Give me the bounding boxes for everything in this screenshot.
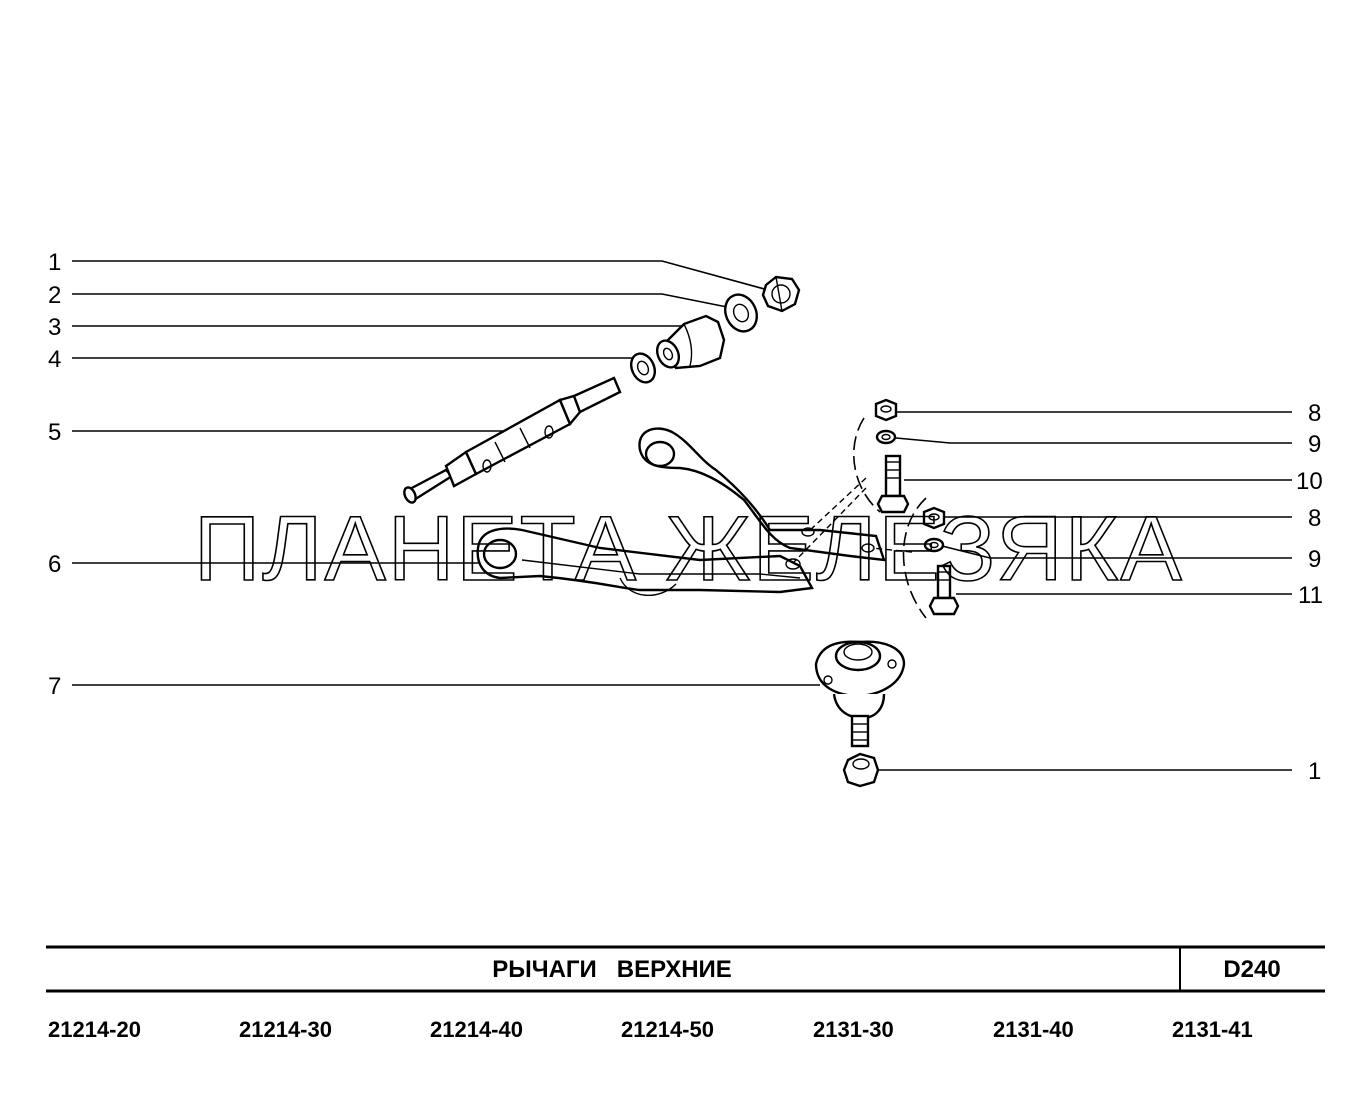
callout-7: 7	[48, 673, 61, 700]
callout-1b: 1	[1308, 758, 1321, 785]
upper-arm-part-6	[476, 427, 886, 597]
callout-1: 1	[48, 249, 61, 276]
washer-part-9a	[875, 429, 897, 445]
callout-8a: 8	[1308, 400, 1321, 427]
bolt-part-11	[928, 564, 960, 616]
washer-part-4	[629, 352, 657, 384]
model-item: 2131-41	[1172, 1017, 1253, 1042]
axle-shaft-part-5	[403, 376, 622, 504]
model-list: 21214-20 21214-30 21214-40 21214-50 2131…	[48, 1017, 1253, 1042]
assembly-guides	[793, 417, 927, 619]
model-item: 2131-40	[993, 1017, 1074, 1042]
drawing-title: РЫЧАГИ ВЕРХНИЕ	[492, 956, 732, 983]
bolt-part-10	[876, 454, 910, 514]
callout-4: 4	[48, 346, 61, 373]
model-item: 21214-30	[239, 1017, 332, 1042]
leader-line-2	[72, 293, 733, 309]
nut-part-8a	[874, 398, 898, 422]
ball-joint-part-7	[814, 640, 906, 748]
washer-part-2	[724, 293, 758, 333]
title-block: РЫЧАГИ ВЕРХНИЕ D240	[46, 945, 1325, 993]
nut-part-8b	[922, 506, 946, 530]
nut-part-1b	[842, 752, 880, 788]
watermark: ПЛАНЕТА ЖЕЛЕЗЯКА	[194, 498, 1184, 600]
leader-lines-left	[72, 260, 820, 686]
model-item: 21214-40	[430, 1017, 523, 1042]
model-item: 2131-30	[813, 1017, 894, 1042]
model-item: 21214-50	[621, 1017, 714, 1042]
callout-3: 3	[48, 314, 61, 341]
nut-part-1	[761, 275, 801, 313]
leader-line-1	[72, 260, 769, 291]
fastener-group-upper	[874, 398, 910, 514]
callout-2: 2	[48, 282, 61, 309]
callout-9a: 9	[1308, 431, 1321, 458]
model-item: 21214-20	[48, 1017, 141, 1042]
callout-11: 11	[1298, 582, 1323, 609]
callout-8b: 8	[1308, 505, 1321, 532]
bushing-part-3	[655, 314, 726, 370]
callouts-left: 1 2 3 4 5 6 7	[48, 249, 61, 700]
callout-6: 6	[48, 551, 61, 578]
washer-part-9b	[923, 537, 945, 553]
drawing-code: D240	[1223, 956, 1280, 983]
leader-line-9a	[895, 437, 1292, 444]
callout-5: 5	[48, 419, 61, 446]
callout-9b: 9	[1308, 546, 1321, 573]
leader-line-9b	[941, 545, 1292, 559]
callout-10: 10	[1296, 468, 1323, 495]
leader-lines-right	[876, 411, 1292, 771]
fastener-group-lower	[922, 506, 960, 616]
callouts-right: 8 9 10 8 9 11 1	[1296, 400, 1323, 785]
